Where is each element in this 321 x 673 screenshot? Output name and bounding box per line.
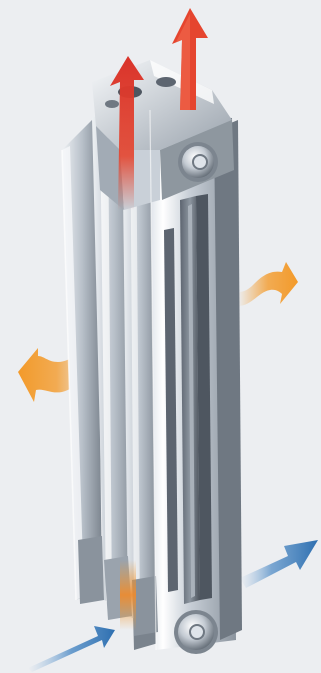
radiator-body: [62, 60, 242, 654]
